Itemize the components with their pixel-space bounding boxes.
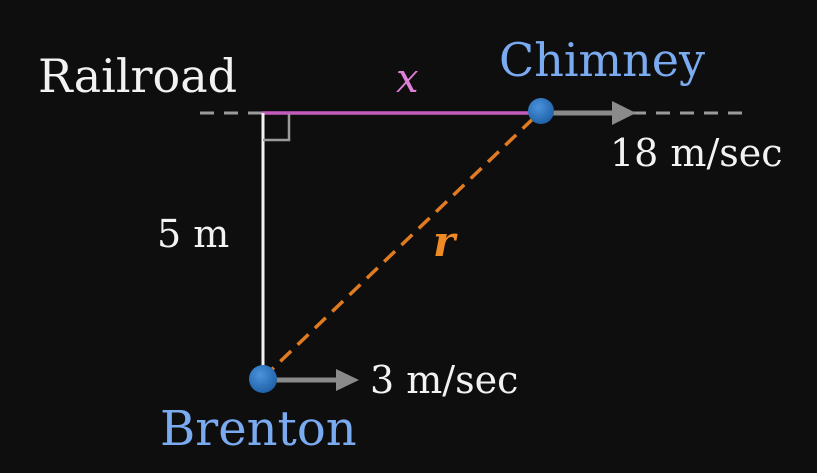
railroad-label: Railroad xyxy=(38,49,237,103)
chimney-label: Chimney xyxy=(499,33,705,87)
r-segment xyxy=(261,109,543,380)
chimney-point xyxy=(528,98,554,124)
chimney-speed-label: 18 m/sec xyxy=(610,131,783,175)
r-label: r xyxy=(433,217,458,266)
brenton-speed-label: 3 m/sec xyxy=(370,358,518,402)
right-angle-icon xyxy=(263,114,291,142)
brenton-velocity-arrow-icon xyxy=(263,369,359,391)
vertical-distance-label: 5 m xyxy=(157,212,229,256)
brenton-label: Brenton xyxy=(160,401,357,457)
x-label: x xyxy=(396,56,419,102)
chimney-velocity-arrow-icon xyxy=(541,101,636,125)
brenton-point xyxy=(249,365,277,393)
